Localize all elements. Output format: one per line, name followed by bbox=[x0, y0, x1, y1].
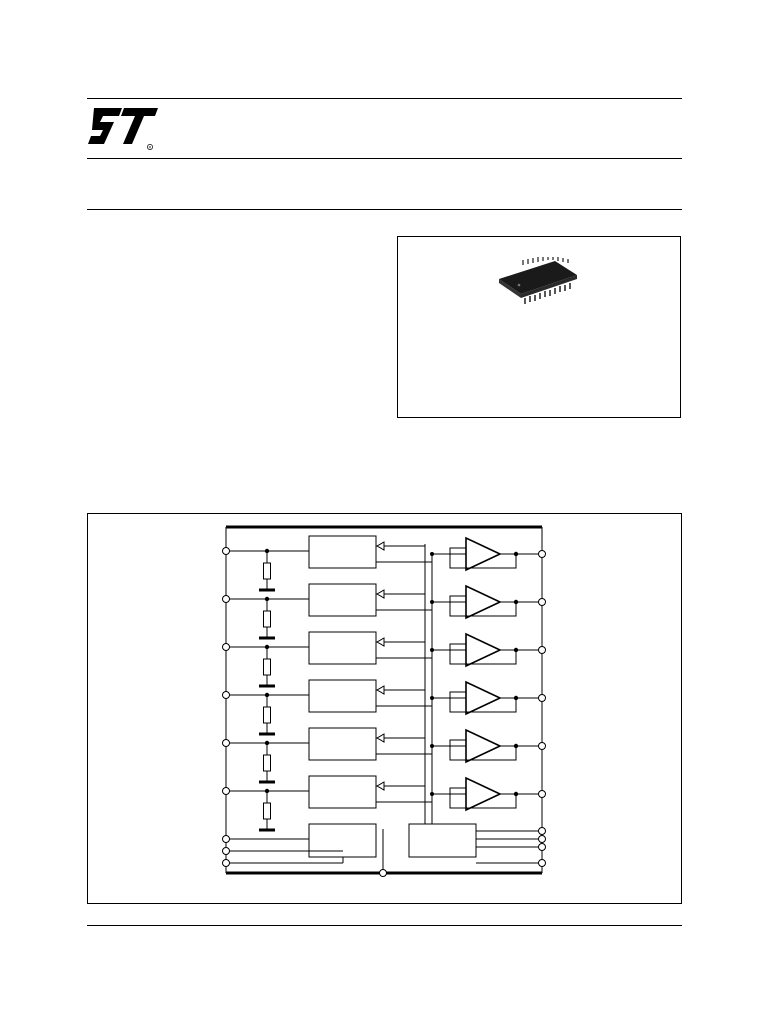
amp-feedback-line bbox=[449, 643, 517, 665]
output-pin-3 bbox=[538, 646, 546, 654]
title-bottom-rule bbox=[87, 209, 682, 210]
ground-pin bbox=[379, 869, 387, 877]
input-block-2 bbox=[308, 583, 377, 617]
amp-feedback-line bbox=[449, 739, 517, 761]
svg-text:R: R bbox=[149, 146, 152, 150]
right-pin-8 bbox=[538, 835, 546, 843]
amplifier-3 bbox=[465, 632, 502, 668]
input-block-4 bbox=[308, 679, 377, 713]
left-pin-7 bbox=[222, 835, 230, 843]
input-block-1 bbox=[308, 535, 377, 569]
arrow-icon bbox=[375, 589, 385, 599]
amplifier-4 bbox=[465, 680, 502, 716]
output-pin-2 bbox=[538, 598, 546, 606]
input-pin-5 bbox=[222, 739, 230, 747]
amp-feedback-line bbox=[449, 595, 517, 617]
footer-rule bbox=[87, 925, 682, 926]
resistor bbox=[263, 562, 271, 580]
resistor bbox=[263, 706, 271, 724]
ic-package-icon bbox=[499, 257, 577, 304]
right-pin-10 bbox=[538, 859, 546, 867]
block-diagram bbox=[87, 513, 682, 904]
input-pin-2 bbox=[222, 595, 230, 603]
resistor bbox=[263, 754, 271, 772]
arrow-icon bbox=[375, 541, 385, 551]
amplifier-2 bbox=[465, 584, 502, 620]
input-block-7 bbox=[308, 823, 377, 858]
header-top-rule bbox=[87, 98, 682, 99]
amplifier-5 bbox=[465, 728, 502, 764]
left-pin-9 bbox=[222, 859, 230, 867]
header-bottom-rule bbox=[87, 158, 682, 159]
input-pin-3 bbox=[222, 643, 230, 651]
input-pin-1 bbox=[222, 547, 230, 555]
left-pin-8 bbox=[222, 847, 230, 855]
arrow-icon bbox=[375, 637, 385, 647]
right-pin-9 bbox=[538, 843, 546, 851]
input-pin-6 bbox=[222, 787, 230, 795]
block-diagram-svg bbox=[222, 525, 546, 877]
input-block-3 bbox=[308, 631, 377, 665]
right-pin-7 bbox=[538, 827, 546, 835]
output-pin-1 bbox=[538, 550, 546, 558]
junction-dot bbox=[513, 791, 519, 797]
st-logo: R bbox=[88, 108, 158, 150]
output-pin-4 bbox=[538, 694, 546, 702]
junction-dot bbox=[264, 788, 270, 794]
arrow-icon bbox=[375, 685, 385, 695]
resistor bbox=[263, 610, 271, 628]
amp-feedback-line bbox=[449, 691, 517, 713]
arrow-icon bbox=[375, 781, 385, 791]
input-block-5 bbox=[308, 727, 377, 761]
resistor bbox=[263, 658, 271, 676]
output-pin-5 bbox=[538, 742, 546, 750]
amp-feedback-line bbox=[449, 787, 517, 809]
input-pin-4 bbox=[222, 691, 230, 699]
resistor bbox=[263, 802, 271, 820]
amplifier-6 bbox=[465, 776, 502, 812]
amp-feedback-line bbox=[449, 547, 517, 569]
package-image-box bbox=[397, 236, 681, 418]
control-block bbox=[408, 823, 477, 858]
amplifier-1 bbox=[465, 536, 502, 572]
input-block-6 bbox=[308, 775, 377, 809]
arrow-icon bbox=[375, 733, 385, 743]
output-pin-6 bbox=[538, 790, 546, 798]
